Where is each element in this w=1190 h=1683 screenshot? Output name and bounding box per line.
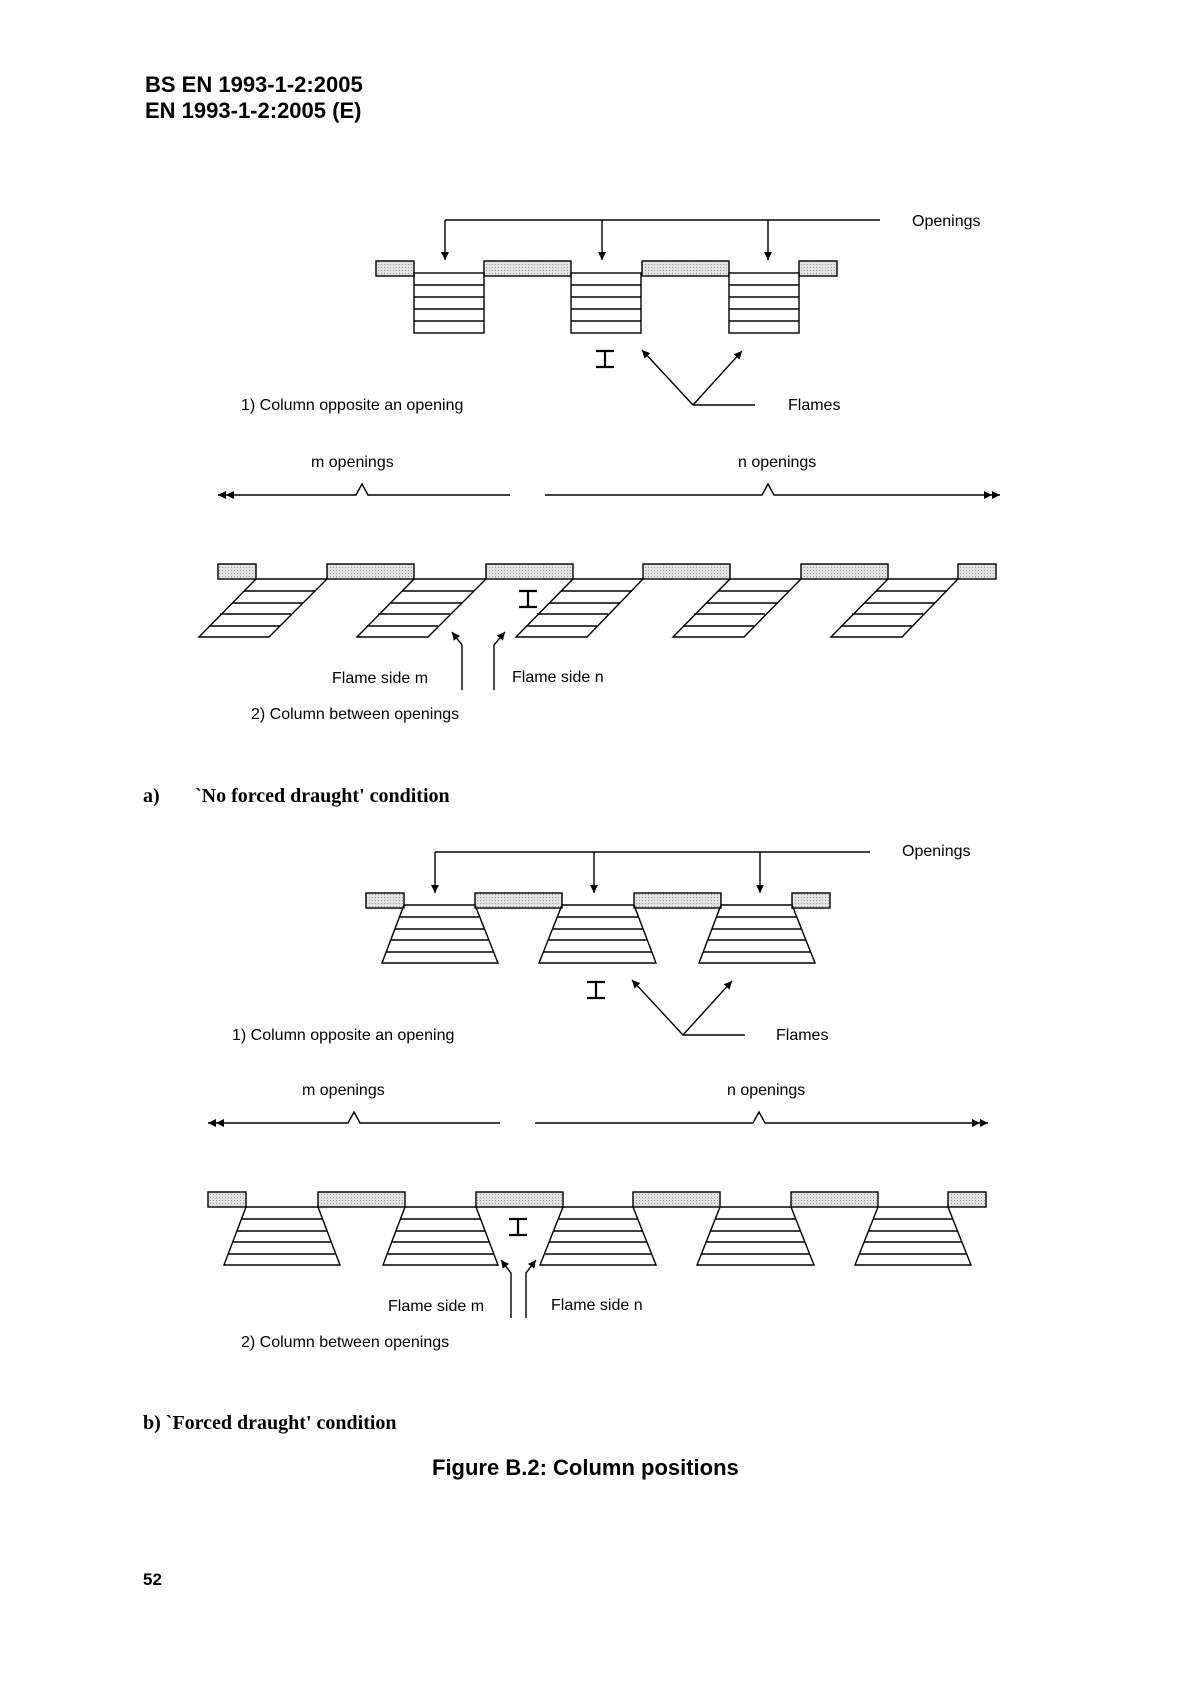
flame-b2-3 xyxy=(538,1206,658,1266)
flame-3 xyxy=(514,578,645,638)
column-i-section-icon xyxy=(519,589,537,609)
diagram-b2 xyxy=(207,1110,988,1318)
flame-5 xyxy=(829,578,960,638)
case1-label-a: 1) Column opposite an opening xyxy=(241,397,464,414)
diagram-b1 xyxy=(365,851,870,1036)
flames-label-a: Flames xyxy=(788,397,841,414)
flame-4 xyxy=(671,578,803,638)
column-i-section-icon xyxy=(596,349,614,369)
m-openings-label-b: m openings xyxy=(302,1082,385,1099)
flames-label-b: Flames xyxy=(776,1027,829,1044)
flame-side-n-label-b: Flame side n xyxy=(551,1297,643,1314)
flame-b2-2 xyxy=(381,1206,500,1266)
flame-2 xyxy=(355,578,488,638)
flame-b1-1 xyxy=(380,904,500,964)
diagram-a2 xyxy=(197,482,1000,690)
page-number: 52 xyxy=(143,1570,162,1589)
figure-caption: Figure B.2: Column positions xyxy=(432,1455,739,1480)
flame-b2-1 xyxy=(222,1206,342,1266)
column-i-section-icon xyxy=(587,980,605,1000)
section-b-caption: b) `Forced draught' condition xyxy=(143,1412,397,1434)
flame-side-m-label-b: Flame side m xyxy=(388,1298,485,1315)
standard-number-line2: EN 1993-1-2:2005 (E) xyxy=(145,98,362,123)
openings-label-a: Openings xyxy=(912,213,981,230)
document-header: BS EN 1993-1-2:2005 EN 1993-1-2:2005 (E) xyxy=(145,72,363,124)
case2-label-b: 2) Column between openings xyxy=(241,1334,450,1351)
case1-label-b: 1) Column opposite an opening xyxy=(232,1027,455,1044)
case2-label-a: 2) Column between openings xyxy=(251,706,460,723)
flame-b1-3 xyxy=(697,904,817,964)
section-a-letter: a) xyxy=(143,785,160,807)
column-i-section-icon xyxy=(509,1217,527,1237)
diagram-a1 xyxy=(375,219,880,406)
n-openings-label-a: n openings xyxy=(738,454,817,471)
m-openings-label-a: m openings xyxy=(311,454,394,471)
standard-number-line1: BS EN 1993-1-2:2005 xyxy=(145,72,363,97)
flame-b2-4 xyxy=(695,1206,816,1266)
n-openings-label-b: n openings xyxy=(727,1082,806,1099)
flame-b2-5 xyxy=(853,1206,973,1266)
section-a-caption: `No forced draught' condition xyxy=(195,785,450,807)
flame-1 xyxy=(197,578,329,638)
flame-side-n-label-a: Flame side n xyxy=(512,669,604,686)
flame-side-m-label-a: Flame side m xyxy=(332,670,429,687)
flame-b1-2 xyxy=(537,904,658,964)
openings-label-b: Openings xyxy=(902,843,971,860)
